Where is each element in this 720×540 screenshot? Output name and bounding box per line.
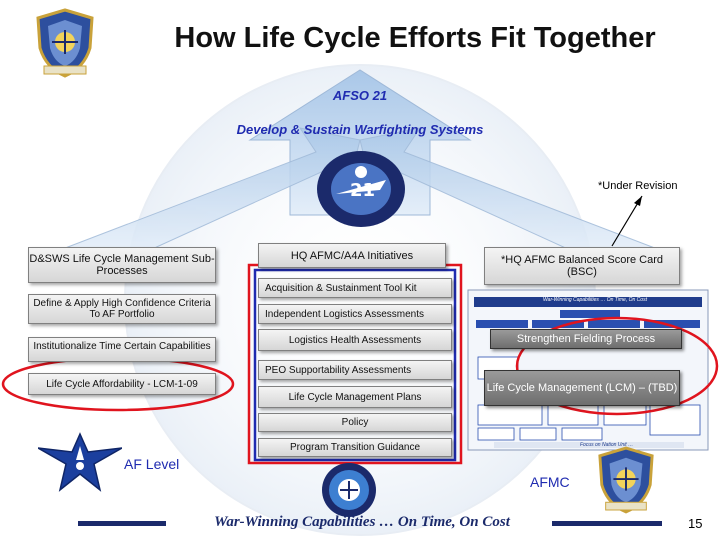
footer-bar-left <box>78 521 166 526</box>
center-item-text-1: Acquisition & Sustainment Tool Kit <box>265 283 417 294</box>
center-item-box-5: Life Cycle Management Plans <box>258 386 452 408</box>
left-item-box-2: Institutionalize Time Certain Capabiliti… <box>28 337 216 362</box>
center-item-box-1: Acquisition & Sustainment Tool Kit <box>258 278 452 298</box>
center-item-box-6: Policy <box>258 413 452 432</box>
right-item-box-2: Life Cycle Management (LCM) – (TBD) <box>484 370 680 406</box>
center-item-box-4: PEO Supportability Assessments <box>258 360 452 380</box>
air-force-symbol-icon <box>38 430 122 494</box>
center-item-text-2: Independent Logistics Assessments <box>265 309 424 320</box>
right-header-box: *HQ AFMC Balanced Score Card (BSC) <box>484 247 680 285</box>
afmc-shield-icon <box>34 8 96 78</box>
center-item-text-3: Logistics Health Assessments <box>289 335 421 346</box>
right-item-text-2: Life Cycle Management (LCM) – (TBD) <box>487 382 678 394</box>
center-item-box-3: Logistics Health Assessments <box>258 329 452 351</box>
afmc-shield-icon-bottom <box>596 446 656 514</box>
center-header-box: HQ AFMC/A4A Initiatives <box>258 243 446 268</box>
center-item-text-7: Program Transition Guidance <box>290 442 420 453</box>
right-item-text-1: Strengthen Fielding Process <box>517 333 655 345</box>
afso-label: AFSO 21 <box>310 88 410 103</box>
bsc-thumbnail-title: War-Winning Capabilities … On Time, On C… <box>520 297 670 303</box>
emblem-year: 21 <box>350 180 375 201</box>
center-item-text-4: PEO Supportability Assessments <box>265 365 411 376</box>
af-level-label: AF Level <box>124 456 179 472</box>
left-header-box: D&SWS Life Cycle Management Sub-Processe… <box>28 247 216 283</box>
left-item-text-1: Define & Apply High Confidence Criteria … <box>29 298 215 320</box>
page-number: 15 <box>688 516 702 531</box>
center-item-box-7: Program Transition Guidance <box>258 438 452 457</box>
subtitle: Develop & Sustain Warfighting Systems <box>160 122 560 137</box>
left-item-text-2: Institutionalize Time Certain Capabiliti… <box>33 341 210 352</box>
center-item-box-2: Independent Logistics Assessments <box>258 304 452 324</box>
left-item-text-3: Life Cycle Affordability - LCM-1-09 <box>46 379 198 390</box>
under-revision-note: *Under Revision <box>598 180 677 192</box>
right-header-text: *HQ AFMC Balanced Score Card (BSC) <box>485 254 679 278</box>
footer-motto: War-Winning Capabilities … On Time, On C… <box>172 514 552 531</box>
campaign-badge-icon <box>320 462 378 518</box>
left-header-text: D&SWS Life Cycle Management Sub-Processe… <box>29 253 215 277</box>
center-item-text-5: Life Cycle Management Plans <box>289 392 422 403</box>
afmc-label: AFMC <box>530 474 570 490</box>
left-item-box-3: Life Cycle Affordability - LCM-1-09 <box>28 373 216 395</box>
center-item-text-6: Policy <box>342 417 369 428</box>
footer-bar-right <box>552 521 662 526</box>
right-item-box-1: Strengthen Fielding Process <box>490 329 682 349</box>
afso21-emblem-icon: 21 <box>316 150 406 228</box>
page-title: How Life Cycle Efforts Fit Together <box>120 22 710 55</box>
left-item-box-1: Define & Apply High Confidence Criteria … <box>28 294 216 324</box>
center-header-text: HQ AFMC/A4A Initiatives <box>291 250 413 262</box>
